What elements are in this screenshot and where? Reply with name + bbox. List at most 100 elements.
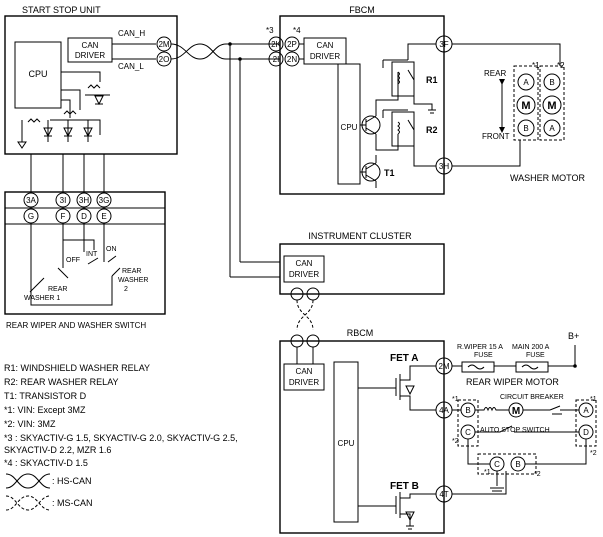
relay-r2-label: R2 xyxy=(426,125,438,135)
legend-star4: *4 : SKYACTIV-D 1.5 xyxy=(4,458,88,468)
legend-t1: T1: TRANSISTOR D xyxy=(4,391,87,401)
fbcm-pin-2k xyxy=(268,36,284,52)
svg-text:ON: ON xyxy=(106,246,117,253)
relay-r2-box xyxy=(391,111,415,147)
start-stop-unit-box xyxy=(4,15,178,155)
legend-ms-can: : MS-CAN xyxy=(52,498,93,508)
svg-text:3F: 3F xyxy=(439,40,448,49)
svg-text:B: B xyxy=(549,78,554,87)
ssu-can-l-label: CAN_L xyxy=(118,62,144,71)
svg-text:3A: 3A xyxy=(26,196,36,205)
svg-text:DRIVER: DRIVER xyxy=(310,52,340,61)
legend-r1: R1: WINDSHIELD WASHER RELAY xyxy=(4,363,150,373)
svg-text:FUSE: FUSE xyxy=(526,352,545,359)
svg-text:*4: *4 xyxy=(293,26,301,35)
svg-text:INT: INT xyxy=(86,251,98,258)
svg-text:*2: *2 xyxy=(452,438,459,445)
legend-star3b: SKYACTIV-D 2.2, MZR 1.6 xyxy=(4,445,111,455)
svg-text:F: F xyxy=(61,212,66,221)
instrument-cluster-title: INSTRUMENT CLUSTER xyxy=(308,231,412,241)
svg-text:M: M xyxy=(521,100,530,112)
fet-a-label: FET A xyxy=(390,353,419,364)
svg-text:2M: 2M xyxy=(158,40,169,49)
fbcm: FBCM *3 *4 2K 2P 2I 2N CAN DRIVER CPU T1… xyxy=(266,5,453,195)
ssu-can-driver-line1: CAN xyxy=(82,41,99,50)
svg-text:3G: 3G xyxy=(99,196,110,205)
washer-front-label: FRONT xyxy=(482,132,510,141)
svg-text:D: D xyxy=(583,428,589,437)
svg-text:B+: B+ xyxy=(568,331,579,341)
svg-text:2K: 2K xyxy=(271,40,281,49)
rear-wiper-motor: REAR WIPER MOTOR CIRCUIT BREAKER AUTO ST… xyxy=(452,377,597,495)
svg-text:2N: 2N xyxy=(287,55,297,64)
svg-text:2M: 2M xyxy=(438,362,449,371)
switch-title: REAR WIPER AND WASHER SWITCH xyxy=(6,321,146,330)
svg-text:D: D xyxy=(81,212,87,221)
fbcm-title: FBCM xyxy=(349,5,375,15)
svg-text:B: B xyxy=(515,460,520,469)
legend-star3a: *3 : SKYACTIV-G 1.5, SKYACTIV-G 2.0, SKY… xyxy=(4,433,238,443)
svg-text:REAR: REAR xyxy=(122,268,141,275)
svg-text:4T: 4T xyxy=(439,490,448,499)
svg-text:REAR: REAR xyxy=(48,286,67,293)
svg-text:M: M xyxy=(547,100,556,112)
svg-text:*1: *1 xyxy=(452,396,459,403)
svg-text:CAN: CAN xyxy=(296,367,313,376)
svg-text:FUSE: FUSE xyxy=(474,352,493,359)
svg-text:DRIVER: DRIVER xyxy=(289,378,319,387)
svg-text:4A: 4A xyxy=(439,406,449,415)
svg-text:A: A xyxy=(549,124,555,133)
svg-text:AUTO STOP SWITCH: AUTO STOP SWITCH xyxy=(480,427,550,434)
svg-text:3H: 3H xyxy=(79,196,89,205)
svg-text:CAN: CAN xyxy=(317,41,334,50)
washer-motor: REAR FRONT *1 *2 A M B B M A WASHER MOTO… xyxy=(452,43,586,183)
washer-rear-label: REAR xyxy=(484,69,506,78)
relay-r1-label: R1 xyxy=(426,75,438,85)
svg-text:CPU: CPU xyxy=(341,123,358,132)
hs-can-symbol xyxy=(5,473,51,489)
svg-text:CAN: CAN xyxy=(296,259,313,268)
svg-text:WASHER: WASHER xyxy=(118,277,148,284)
ssu-can-driver-box xyxy=(67,37,113,63)
svg-text:*1: *1 xyxy=(484,469,491,476)
relay-r1-box xyxy=(391,61,415,97)
svg-text:3H: 3H xyxy=(439,162,449,171)
svg-text:A: A xyxy=(523,78,529,87)
svg-text:*3: *3 xyxy=(266,26,274,35)
svg-text:B: B xyxy=(523,124,528,133)
ssu-cpu-label: CPU xyxy=(28,69,47,79)
fbcm-box xyxy=(279,15,445,195)
start-stop-unit-title: START STOP UNIT xyxy=(22,5,101,15)
fet-b-label: FET B xyxy=(390,481,419,492)
legend-hs-can: : HS-CAN xyxy=(52,476,92,486)
ssu-can-driver-line2: DRIVER xyxy=(75,51,105,60)
fuse-supply: R.WIPER 15 A FUSE MAIN 200 A FUSE B+ xyxy=(452,331,579,373)
instrument-cluster: INSTRUMENT CLUSTER CAN DRIVER xyxy=(279,231,445,348)
svg-text:MAIN 200 A: MAIN 200 A xyxy=(512,344,550,351)
start-stop-unit: START STOP UNIT CPU CAN DRIVER CAN_H CAN… xyxy=(4,5,178,155)
rbcm-box xyxy=(279,340,445,534)
hs-can-bus-top xyxy=(170,42,280,278)
svg-text:OFF: OFF xyxy=(66,257,80,264)
svg-text:DRIVER: DRIVER xyxy=(289,270,319,279)
svg-text:C: C xyxy=(494,460,500,469)
legend-star2: *2: VIN: 3MZ xyxy=(4,419,56,429)
instrument-cluster-box xyxy=(279,243,445,295)
svg-text:C: C xyxy=(465,428,471,437)
svg-text:B: B xyxy=(465,406,470,415)
ms-can-symbol xyxy=(5,495,51,511)
svg-text:E: E xyxy=(101,212,106,221)
switch-box xyxy=(4,191,166,315)
rear-wiper-motor-title: REAR WIPER MOTOR xyxy=(466,377,559,387)
svg-text:R.WIPER 15 A: R.WIPER 15 A xyxy=(457,344,503,351)
svg-text:G: G xyxy=(28,212,34,221)
legend: R1: WINDSHIELD WASHER RELAY R2: REAR WAS… xyxy=(4,363,238,511)
fbcm-pin-2i xyxy=(268,51,284,67)
legend-star1: *1: VIN: Except 3MZ xyxy=(4,405,86,415)
svg-text:*2: *2 xyxy=(534,471,541,478)
fbcm-cpu-box xyxy=(337,63,361,185)
svg-text:*2: *2 xyxy=(590,450,597,457)
svg-text:CIRCUIT BREAKER: CIRCUIT BREAKER xyxy=(500,394,564,401)
